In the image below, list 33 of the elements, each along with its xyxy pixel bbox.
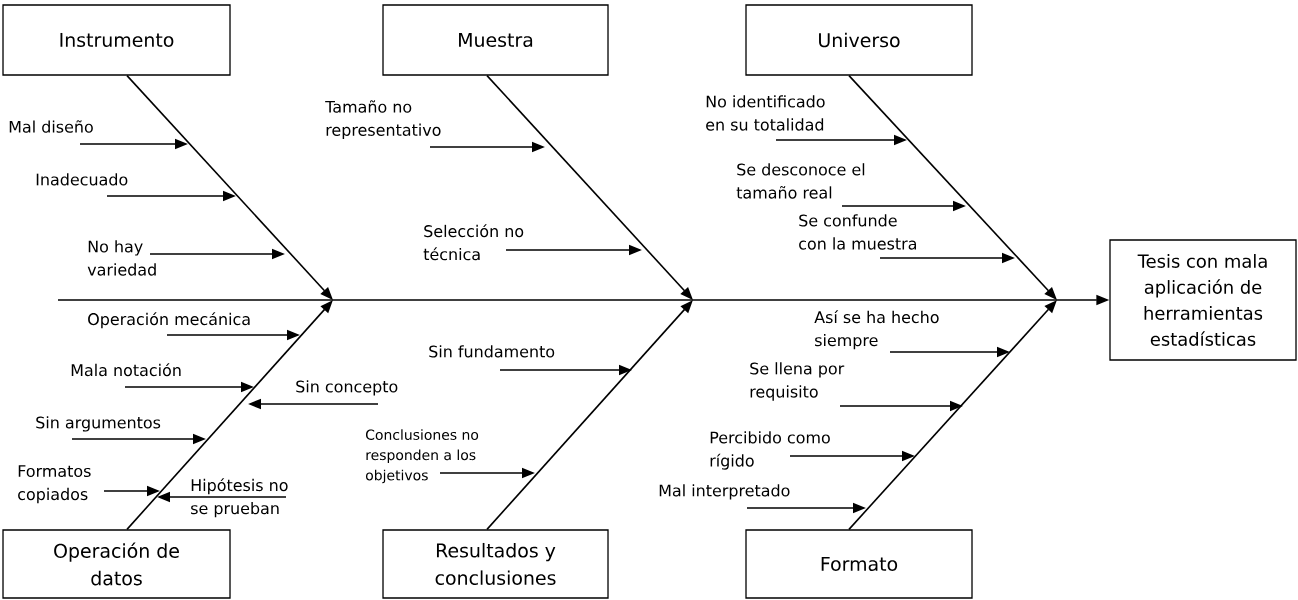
bone-arrow xyxy=(486,300,693,531)
cause-text: Inadecuado xyxy=(36,173,128,186)
category-box: Resultados y conclusiones xyxy=(382,529,609,599)
cause-text: Sin fundamento xyxy=(429,345,555,358)
cause-text: Mal diseño xyxy=(9,120,93,133)
cause-text: Percibido como rígido xyxy=(710,431,830,470)
category-box: Universo xyxy=(745,4,973,76)
cause-text: Sin argumentos xyxy=(36,416,161,432)
bone-arrow xyxy=(486,74,693,300)
effect-box: Tesis con mala aplicación de herramientas estadísticas xyxy=(1109,239,1297,361)
cause-text: Sin concepto xyxy=(296,380,398,396)
cause-text: Así se ha hecho siempre xyxy=(814,310,939,350)
bone-arrow xyxy=(126,300,333,531)
cause-text: Tamaño no representativo xyxy=(325,100,441,139)
cause-text: Mal interpretado xyxy=(659,484,790,500)
cause-text: Mala notación xyxy=(71,363,181,377)
category-box: Formato xyxy=(745,529,973,599)
category-box: Instrumento xyxy=(2,4,231,76)
cause-text: Se confunde con la muestra xyxy=(799,214,916,250)
cause-text: No identificado en su totalidad xyxy=(706,95,825,131)
cause-text: Conclusiones no responden a los objetivos xyxy=(365,429,479,484)
category-box: Operación de datos xyxy=(2,529,231,599)
cause-text: No hay variedad xyxy=(87,240,156,276)
category-box: Muestra xyxy=(382,4,609,76)
cause-text: Se llena por requisito xyxy=(750,362,845,401)
cause-text: Formatos copiados xyxy=(18,465,91,504)
bone-arrow xyxy=(848,74,1057,300)
cause-text: Selección no técnica xyxy=(423,224,524,261)
bone-arrow xyxy=(848,300,1057,531)
cause-text: Operación mecánica xyxy=(88,312,250,329)
bone-arrow xyxy=(126,74,333,300)
cause-text: Hipótesis no se prueban xyxy=(191,478,288,518)
cause-text: Se desconoce el tamaño real xyxy=(736,163,865,199)
